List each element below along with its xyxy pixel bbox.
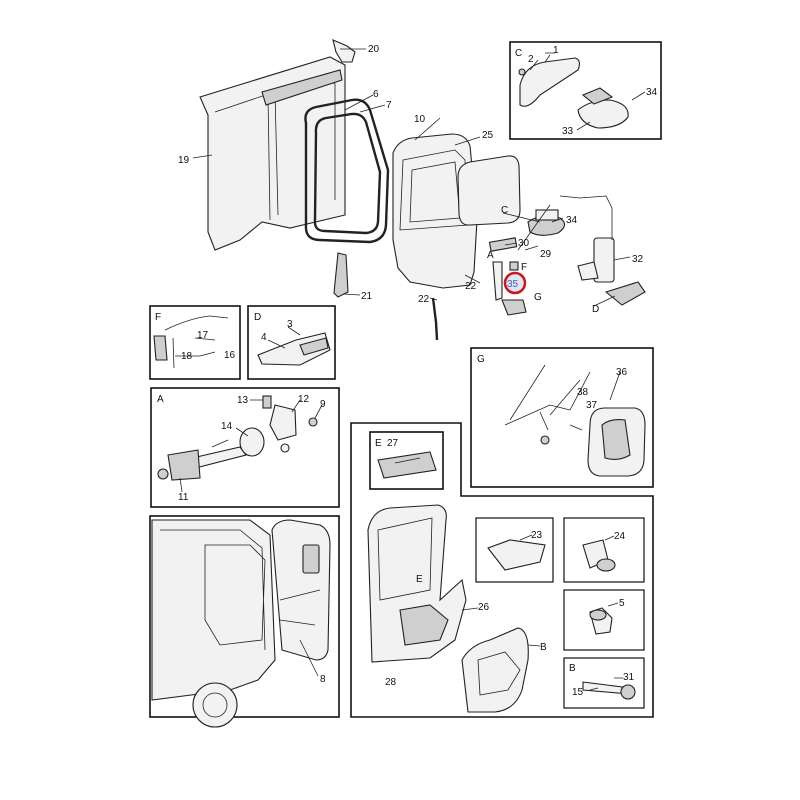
cab-body	[151, 519, 276, 701]
label-22a: 22	[465, 281, 477, 292]
label-30: 30	[518, 238, 530, 249]
door-label-b: B	[540, 642, 547, 653]
box-b-label-31: 31	[623, 672, 635, 683]
label-7: 7	[386, 100, 392, 111]
label-22b: 22	[418, 294, 430, 305]
bracket-20	[332, 39, 356, 63]
label-35: 35	[507, 279, 519, 290]
box-a-letter: A	[157, 394, 164, 405]
door-label-e: E	[416, 574, 423, 585]
box-b-label-15: 15	[572, 687, 584, 698]
label-c: C	[501, 205, 508, 216]
box-b-letter: B	[569, 663, 576, 674]
detail-box-a: A 13 12 9 14 11	[150, 387, 340, 508]
box-a-label-9: 9	[320, 399, 326, 410]
box-24-label: 24	[614, 531, 626, 542]
door-detail-box: E 27 E 26 28 B 23 24 5 B	[350, 422, 654, 718]
label-a: A	[487, 250, 494, 261]
handle-g	[501, 299, 527, 316]
box-f-label-17: 17	[197, 330, 209, 341]
door-label-28: 28	[385, 677, 397, 688]
box-e-label-27: 27	[387, 438, 399, 449]
box-c-label-34: 34	[646, 87, 658, 98]
door-seal-outer	[304, 98, 390, 244]
trim-panel-b	[461, 627, 529, 713]
label-32: 32	[632, 254, 644, 265]
box-f-label-18: 18	[181, 351, 193, 362]
box-d-letter: D	[254, 312, 261, 323]
mirror-base-33	[577, 99, 629, 129]
label-20: 20	[368, 44, 380, 55]
cab-door-open	[271, 519, 331, 661]
box-f-label-16: 16	[224, 350, 236, 361]
box-g-label-38: 38	[577, 387, 589, 398]
box-c-label-2: 2	[528, 54, 534, 65]
detail-box-d: D 3 4	[247, 305, 336, 380]
box-a-label-11: 11	[178, 492, 189, 503]
detail-box-f: F 17 18 16	[149, 305, 241, 380]
box-c-label-33: 33	[562, 126, 574, 137]
door-seal-inner	[313, 112, 382, 235]
box-a-label-13: 13	[237, 395, 249, 406]
detail-box-g: G 36 38 37	[470, 347, 654, 488]
label-19: 19	[178, 155, 190, 166]
label-34: 34	[566, 215, 578, 226]
box-c-label-1: 1	[553, 45, 559, 56]
box-e-letter-top: E	[375, 438, 382, 449]
label-29: 29	[540, 249, 552, 260]
label-10: 10	[414, 114, 426, 125]
label-d: D	[592, 304, 599, 315]
label-25: 25	[482, 130, 494, 141]
lock-rod	[164, 315, 229, 331]
door-label-26: 26	[478, 602, 490, 613]
seal-strip-22	[431, 297, 439, 341]
strip-21	[333, 252, 349, 298]
label-f: F	[521, 262, 527, 273]
box-g-letter: G	[477, 354, 485, 365]
mirror-cover-1	[519, 57, 581, 107]
label-21: 21	[361, 291, 373, 302]
box-d-label-3: 3	[287, 319, 293, 330]
box-a-label-12: 12	[298, 394, 310, 405]
detail-box-c: C 1 2 34 33	[509, 41, 662, 140]
box-c-letter: C	[515, 48, 522, 59]
mirror-arm-d	[604, 281, 646, 306]
label-6: 6	[373, 89, 379, 100]
main-exploded-view: 20 6 7 19 10 25 21 22 22 30 29 34 32 A F…	[178, 39, 646, 341]
box-g-label-36: 36	[616, 367, 628, 378]
box-a-label-14: 14	[221, 421, 233, 432]
label-g: G	[534, 292, 542, 303]
box-23-label: 23	[531, 530, 543, 541]
box-d-label-4: 4	[261, 332, 267, 343]
highlight-ring-35	[503, 271, 527, 295]
cab-overview-box: 8	[149, 515, 340, 728]
cab-label-8: 8	[320, 674, 326, 685]
mirror-arm-cover	[257, 332, 331, 366]
part-23	[487, 539, 546, 571]
box-5-label: 5	[619, 598, 625, 609]
box-g-label-37: 37	[586, 400, 598, 411]
window-glass	[457, 155, 521, 226]
box-f-letter: F	[155, 312, 161, 323]
switch-30	[488, 237, 518, 252]
